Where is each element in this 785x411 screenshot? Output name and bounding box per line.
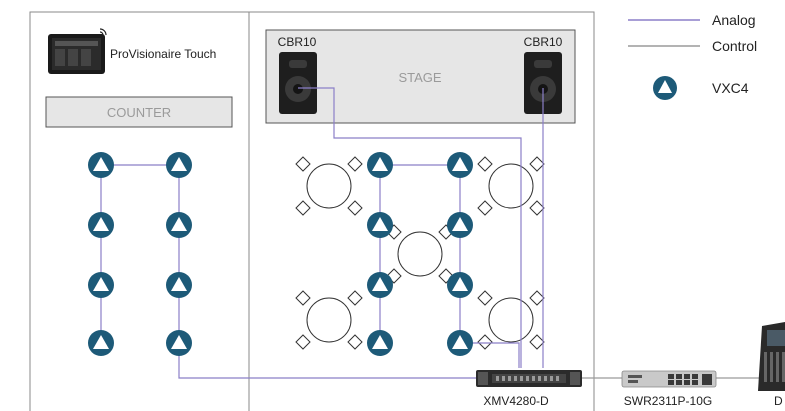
chair-icon [347, 200, 363, 216]
vxc4-speaker-icon [367, 330, 393, 356]
counter-area [45, 96, 233, 128]
vxc4-speaker-icon [367, 152, 393, 178]
wifi-icon [99, 28, 107, 36]
vxc4-speaker-icon [88, 330, 114, 356]
legend: Analog Control VXC4 [628, 12, 757, 100]
chair-icon [295, 334, 311, 350]
main-room-outline [248, 11, 595, 411]
vxc4-speaker-icon [447, 152, 473, 178]
touch-label: ProVisionaire Touch [110, 47, 216, 61]
vxc4-speaker-icon [166, 330, 192, 356]
console-label: D [774, 394, 783, 408]
speaker-right [524, 52, 562, 114]
chair-icon [477, 334, 493, 350]
chair-icon [347, 334, 363, 350]
vxc4-speaker-icon [653, 76, 677, 100]
amplifier [476, 370, 582, 387]
chair-icon [477, 290, 493, 306]
tablet [48, 28, 107, 74]
vxc4-speaker-icon [447, 330, 473, 356]
switch-label: SWR2311P-10G [624, 394, 712, 408]
chair-icon [529, 200, 545, 216]
counter-label: COUNTER [107, 105, 171, 120]
chair-icon [295, 200, 311, 216]
chair-icon [347, 156, 363, 172]
chair-icon [347, 290, 363, 306]
vxc4-speaker-icon [447, 212, 473, 238]
chair-icon [477, 156, 493, 172]
network-switch [621, 370, 717, 388]
legend-vxc4-label: VXC4 [712, 80, 749, 96]
chair-icon [477, 200, 493, 216]
chair-icon [529, 290, 545, 306]
chairs [295, 156, 545, 350]
legend-control-label: Control [712, 38, 757, 54]
vxc4-speaker-icon [166, 212, 192, 238]
mixing-console [758, 322, 785, 391]
vxc4-speaker-icon [367, 212, 393, 238]
chair-icon [295, 290, 311, 306]
amp-label: XMV4280-D [483, 394, 549, 408]
stage-area [265, 29, 576, 124]
speaker-left-label: CBR10 [278, 35, 317, 49]
stage-label: STAGE [398, 70, 441, 85]
chair-icon [529, 156, 545, 172]
round-table-icon [306, 163, 534, 343]
vxc4-speaker-icon [88, 152, 114, 178]
chair-icon [295, 156, 311, 172]
speaker-right-label: CBR10 [524, 35, 563, 49]
vxc4-speaker-icon [367, 272, 393, 298]
vxc4-speaker-icon [166, 272, 192, 298]
vxc4-speaker-icon [88, 212, 114, 238]
vxc4-speakers [88, 152, 473, 356]
vxc4-speaker-icon [447, 272, 473, 298]
legend-analog-label: Analog [712, 12, 756, 28]
vxc4-speaker-icon [166, 152, 192, 178]
vxc4-speaker-icon [88, 272, 114, 298]
chair-icon [529, 334, 545, 350]
speaker-left [279, 52, 317, 114]
